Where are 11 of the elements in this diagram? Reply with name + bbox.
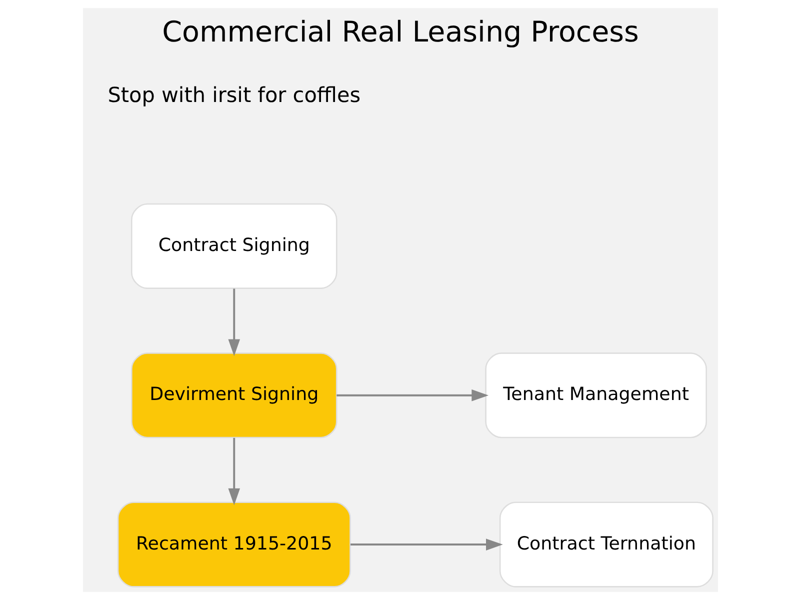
node-box: Tenant Management: [484, 352, 706, 438]
node-box: Contract Ternnation: [498, 502, 713, 588]
arrow: [228, 288, 240, 356]
label: Stop with irsit for coffles: [107, 82, 360, 107]
arrow: [336, 389, 488, 402]
arrow: [228, 438, 240, 506]
node-box: Devirment Signing: [130, 352, 337, 438]
node-box: Recament 1915-2015: [116, 502, 350, 588]
arrow: [350, 538, 502, 550]
node-box: Contract Signing: [130, 203, 337, 289]
diagram-title: Commercial Real Leasing Process: [162, 15, 638, 48]
